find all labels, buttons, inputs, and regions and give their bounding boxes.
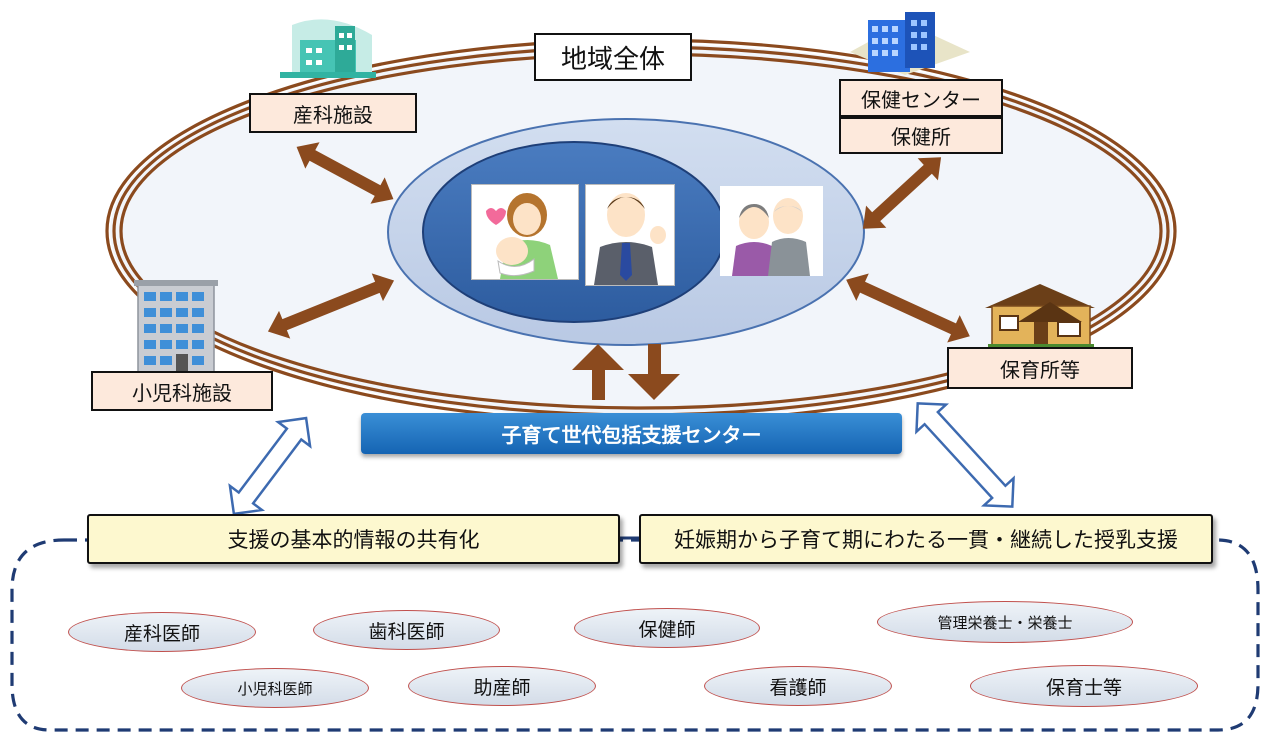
hospital-icon <box>280 19 376 78</box>
office-building-icon <box>850 12 970 75</box>
profession-dietitian: 管理栄養士・栄養士 <box>877 601 1133 643</box>
grandparents-illustration <box>732 198 810 276</box>
mother-baby-illustration <box>486 193 558 279</box>
arrow-pediatrics <box>267 273 395 339</box>
panel-breastfeeding-support: 妊娠期から子育て期にわたる一貫・継続した授乳支援 <box>639 514 1213 564</box>
public-health-office-label: 保健所 <box>839 117 1003 154</box>
profession-nurse: 看護師 <box>704 666 892 706</box>
apartment-building-icon <box>134 280 218 377</box>
father-illustration <box>594 193 666 285</box>
arrow-nursery <box>846 273 970 343</box>
pediatrics-facility-label: 小児科施設 <box>91 371 273 411</box>
health-center-label: 保健センター <box>839 79 1003 117</box>
profession-public-health-nurse: 保健師 <box>574 608 760 648</box>
arrow-health-center <box>862 157 942 229</box>
mother-baby-photo <box>471 184 579 280</box>
arrow-down <box>628 344 680 400</box>
profession-obstetrician: 産科医師 <box>68 612 256 652</box>
hollow-arrow-left <box>228 416 312 516</box>
arrow-obstetrics <box>296 142 394 204</box>
community-title: 地域全体 <box>534 33 692 81</box>
hollow-arrow-right <box>915 402 1015 508</box>
father-photo <box>585 184 675 286</box>
profession-pediatrician: 小児科医師 <box>181 668 369 708</box>
profession-midwife: 助産師 <box>408 666 596 706</box>
profession-childcare-worker: 保育士等 <box>970 665 1198 707</box>
nursery-label: 保育所等 <box>947 347 1133 389</box>
house-icon <box>985 284 1095 348</box>
grandparents-photo <box>720 186 823 276</box>
professionals-dashed-border <box>10 538 1260 732</box>
obstetrics-facility-label: 産科施設 <box>249 93 417 133</box>
panel-shared-information: 支援の基本的情報の共有化 <box>87 514 620 564</box>
child-rearing-support-center: 子育て世代包括支援センター <box>361 413 902 454</box>
arrow-up <box>572 344 624 400</box>
profession-dentist: 歯科医師 <box>313 610 500 650</box>
